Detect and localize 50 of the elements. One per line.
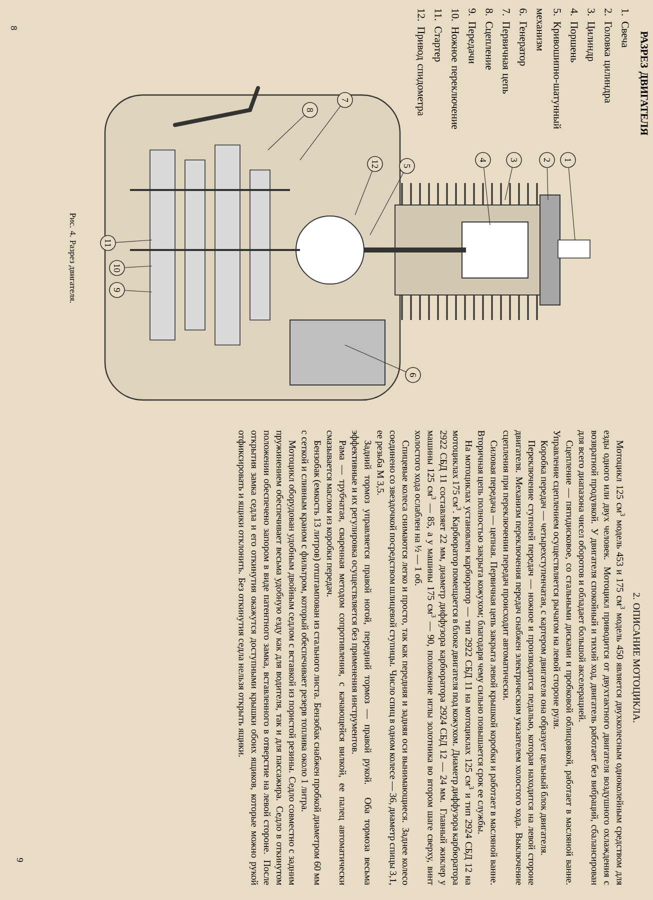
callout-number: 12	[367, 156, 383, 172]
leader-line	[504, 167, 513, 200]
body-paragraph: Мотоцикл оборудован удобным двойным седлом с вставкой из пористой резины. Седло совместно с задним пружинением обеспечивает весьма удобную езду как для водителя, так и для пассажира. Седло в откинутом положении обеспечено запором в виде патентного замка, вставленного в отверстие на левой стороне. После открытия замка седла и его откинутия окажутся доступными крышки обоих ящиков, которые можно рукой отфиксировать и ящики отклонить. Без откинутия седла нельзя открыть ящики.	[236, 430, 296, 885]
leader-line	[344, 344, 406, 372]
leader-line	[354, 171, 372, 216]
callout-number: 7	[337, 92, 353, 108]
list-item: 12. Привод спидометра	[416, 9, 425, 116]
callout-number: 4	[475, 152, 491, 168]
body-paragraph: Силовая передача — цепная. Первичная цепь закрыта левой крышкой коробки и работает в масляной ванне. Вторичная цепь полностью закрыта кожухом; благодаря чему сильно повышается срок ее службы.	[476, 430, 498, 885]
callout-number: 3	[506, 152, 522, 168]
leader-line	[546, 168, 548, 200]
body-paragraph: Переключение ступеней передач — ножное и производится педалью, которая находится на левой стороне двигателя. Механизм переключения передач снабжен электрическим указателем холостого хода. Выключение сцепления при переключении передач происходит автоматически.	[501, 430, 536, 885]
callout-number: 6	[405, 367, 421, 383]
body-paragraph: Бензобак (емкость 13 литров) отштампован из стального листа. Бензобак снабжен пробкой диаметром 60 мм с сеткой и сливным краном с фильтром, который обеспечивает резерв топлива около 1 литра.	[300, 430, 322, 885]
list-item: 9. Передачи	[466, 8, 476, 64]
list-item: 6. Генератор	[518, 8, 527, 66]
callout-number: 5	[399, 158, 415, 174]
list-item: 10. Ножное переключение	[450, 9, 459, 130]
section-heading: 2. ОПИСАНИЕ МОТОЦИКЛА.	[631, 592, 640, 722]
leader-line	[116, 240, 152, 243]
leader-line	[124, 266, 152, 268]
body-paragraph: Сцепление — пятидисковое, со стальными дисками и пробковой облицовкой, работает в масляной ванне. Управление сцеплением осуществляется рычагом на левой стороне руля.	[552, 430, 574, 885]
body-paragraph: Коробка передач — четырехступенчатая, с картером двигателя она образует цельный блок двигателя.	[539, 440, 548, 855]
list-item: 4. Поршень	[568, 8, 578, 62]
callout-number: 11	[100, 235, 116, 251]
list-item: 11. Стартер	[432, 9, 442, 62]
list-heading: РАЗРЕЗ ДВИГАТЕЛЯ	[638, 31, 648, 136]
list-item: 5. Кривошипно-шатунный механизм	[536, 8, 562, 129]
list-item: 3. Цилиндр	[586, 8, 595, 62]
list-item: 1. Свеча	[622, 9, 629, 48]
callout-number: 2	[539, 152, 555, 168]
figure-caption: Рис. 4. Разрез двигателя.	[68, 213, 76, 303]
leader-line	[568, 168, 576, 240]
body-paragraph: Рама — трубчатая, сваренная методом сопротивления, с качающейся вилкой, ее палец автоматически смазывается маслом из коробки передач.	[325, 430, 346, 885]
body-paragraph: Задний тормоз управляется правой ногой, передний тормоз — правой рукой. Оба тормоза весьма эффективные и их регулировка осуществляется без применения инструментов.	[350, 430, 372, 886]
leader-line	[124, 290, 152, 292]
list-item: 2. Головка цилиндра	[602, 8, 612, 103]
leader-line	[370, 172, 404, 236]
list-item: 7. Первичная цепь	[500, 8, 510, 94]
leader-line	[268, 115, 305, 150]
leader-line	[484, 168, 490, 226]
leader-line	[300, 106, 341, 160]
callout-number: 1	[560, 152, 576, 168]
list-item: 8. Сцепление	[484, 8, 493, 70]
page-number: 8	[10, 26, 18, 30]
body-paragraph: Спицевые колеса снимаются легко и просто, так как передняя и задняя оси вынимающиеся. Заднее колесо соединено со звездочкой посредством шлицевой ступицы. Число спиц в одном колесе — 36, диаметр спицы 3,1, ее резьба М 3,5.	[375, 430, 409, 885]
callout-number: 10	[109, 260, 125, 276]
callout-number: 9	[109, 282, 125, 298]
callout-number: 8	[302, 102, 318, 118]
page-number: 9	[16, 858, 24, 862]
